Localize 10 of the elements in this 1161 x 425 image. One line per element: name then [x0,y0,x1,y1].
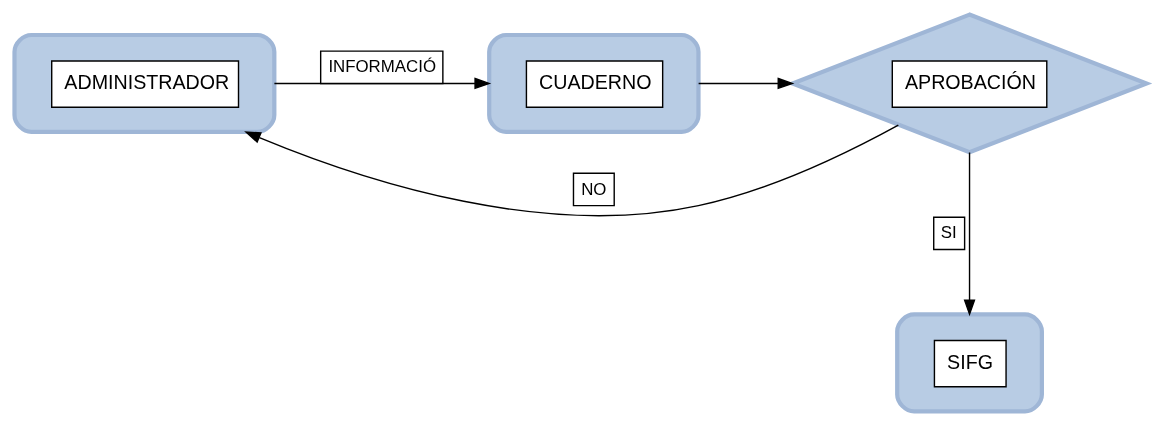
edge-label: SI [940,222,957,242]
arrow [273,77,492,89]
arrow [244,123,900,216]
edge-label: NO [581,179,607,199]
node-box: CUADERNO [487,32,701,134]
arrow [697,77,795,89]
node-box: ADMINISTRADOR [12,32,277,134]
arrow [963,151,976,316]
node-box: SIFG [895,311,1044,413]
edge-label: INFORMACIÓ [328,56,437,76]
